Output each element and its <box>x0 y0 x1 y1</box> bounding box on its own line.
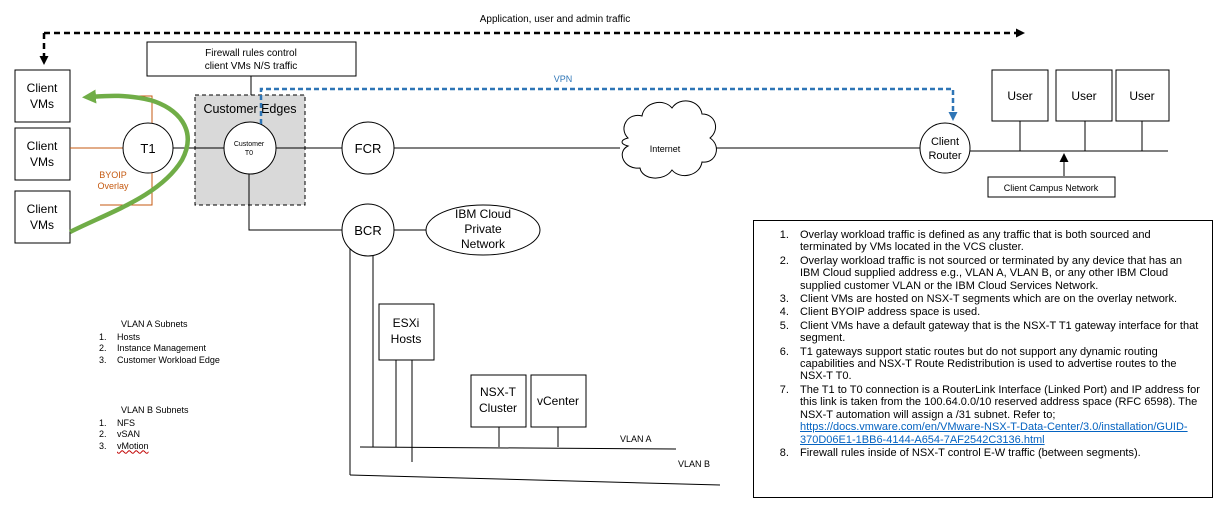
vpn-label: VPN <box>554 74 573 84</box>
esxi-hosts: ESXi Hosts <box>378 303 435 361</box>
firewall-note-line2: client VMs N/S traffic <box>205 61 298 72</box>
svg-text:Internet: Internet <box>650 144 681 154</box>
client-vms-box-2: Client VMs <box>14 127 71 181</box>
svg-text:Client: Client <box>27 139 58 153</box>
vmware-docs-link[interactable]: https://docs.vmware.com/en/VMware-NSX-T-… <box>800 421 1188 446</box>
note-item: Client VMs are hosted on NSX-T segments … <box>792 293 1202 305</box>
vlan-b-subnet-item: vMotion <box>109 441 189 453</box>
vlan-a-subnet-item: Hosts <box>109 332 220 344</box>
vcenter: vCenter <box>530 374 587 428</box>
vlan-a-subnet-item: Customer Workload Edge <box>109 355 220 367</box>
traffic-label: Application, user and admin traffic <box>480 14 630 25</box>
svg-text:Cluster: Cluster <box>479 401 517 415</box>
svg-text:ESXi: ESXi <box>393 316 420 330</box>
svg-text:VMs: VMs <box>30 97 54 111</box>
byoip-label: BYOIP <box>99 170 127 180</box>
ibm-cloud-private-network: IBM Cloud Private Network <box>425 204 541 256</box>
note-item: The T1 to T0 connection is a RouterLink … <box>792 384 1202 446</box>
client-campus-network: Client Campus Network <box>987 153 1116 198</box>
svg-text:NSX-T: NSX-T <box>480 385 517 399</box>
vlan-b-subnets-title: VLAN B Subnets <box>121 405 189 415</box>
svg-text:VMs: VMs <box>30 155 54 169</box>
svg-text:User: User <box>1007 89 1032 103</box>
svg-text:Hosts: Hosts <box>391 332 422 346</box>
vlan-a-subnets: VLAN A Subnets Hosts Instance Management… <box>85 319 220 366</box>
note-item: T1 gateways support static routes but do… <box>792 346 1202 383</box>
svg-text:Client Campus Network: Client Campus Network <box>1004 183 1099 193</box>
traffic-arrow <box>39 28 1025 65</box>
vlan-a-subnet-item: Instance Management <box>109 343 220 355</box>
network-links <box>172 121 1168 486</box>
vlan-a-subnets-title: VLAN A Subnets <box>121 319 188 329</box>
vpn-tunnel <box>259 87 958 124</box>
customer-t0: Customer T0 <box>223 121 277 175</box>
user-box-2: User <box>1055 69 1113 122</box>
internet-cloud: Internet <box>621 100 717 179</box>
firewall-note-line1: Firewall rules control <box>205 48 297 59</box>
bcr-router: BCR <box>341 203 395 257</box>
svg-text:IBM Cloud: IBM Cloud <box>455 207 511 221</box>
user-box-1: User <box>991 69 1049 122</box>
nsxt-cluster: NSX-T Cluster <box>470 374 527 428</box>
vlan-b-subnet-item: NFS <box>109 418 189 430</box>
svg-text:BCR: BCR <box>354 223 381 238</box>
note-item: Overlay workload traffic is defined as a… <box>792 229 1202 254</box>
notes-box: Overlay workload traffic is defined as a… <box>753 220 1213 498</box>
vlan-b-subnet-item: vSAN <box>109 429 189 441</box>
svg-text:Customer: Customer <box>234 141 265 148</box>
note-item-text: The T1 to T0 connection is a RouterLink … <box>800 383 1200 421</box>
svg-text:Client: Client <box>931 136 959 148</box>
svg-text:Network: Network <box>461 237 506 251</box>
t1-gateway: T1 <box>122 122 174 174</box>
note-item: Firewall rules inside of NSX-T control E… <box>792 447 1202 459</box>
firewall-note: Firewall rules control client VMs N/S tr… <box>146 41 357 129</box>
client-vms-box-1: Client VMs <box>14 69 71 123</box>
note-item: Client BYOIP address space is used. <box>792 306 1202 318</box>
svg-text:VMs: VMs <box>30 218 54 232</box>
vlan-b-subnets: VLAN B Subnets NFS vSAN vMotion <box>85 405 189 452</box>
fcr-router: FCR <box>341 121 395 175</box>
svg-text:T1: T1 <box>140 141 155 156</box>
overlay-traffic-arrow <box>68 89 190 235</box>
client-vms-box-3: Client VMs <box>14 190 71 244</box>
svg-text:Client: Client <box>27 81 58 95</box>
svg-text:FCR: FCR <box>355 141 382 156</box>
user-box-3: User <box>1115 69 1170 122</box>
svg-text:Router: Router <box>928 150 961 162</box>
svg-text:Private: Private <box>464 222 502 236</box>
svg-text:User: User <box>1129 89 1154 103</box>
svg-text:User: User <box>1071 89 1096 103</box>
svg-text:T0: T0 <box>245 150 253 157</box>
vlan-b-subnet-text: vMotion <box>117 440 149 451</box>
overlay-label: Overlay <box>97 181 129 191</box>
vlan-b-label: VLAN B <box>678 459 710 469</box>
svg-text:Client: Client <box>27 202 58 216</box>
client-router: Client Router <box>919 122 971 174</box>
note-item: Overlay workload traffic is not sourced … <box>792 255 1202 292</box>
svg-text:vCenter: vCenter <box>537 394 579 408</box>
customer-edges-label: Customer Edges <box>203 102 296 116</box>
vlan-a-label: VLAN A <box>620 434 652 444</box>
note-item: Client VMs have a default gateway that i… <box>792 320 1202 345</box>
